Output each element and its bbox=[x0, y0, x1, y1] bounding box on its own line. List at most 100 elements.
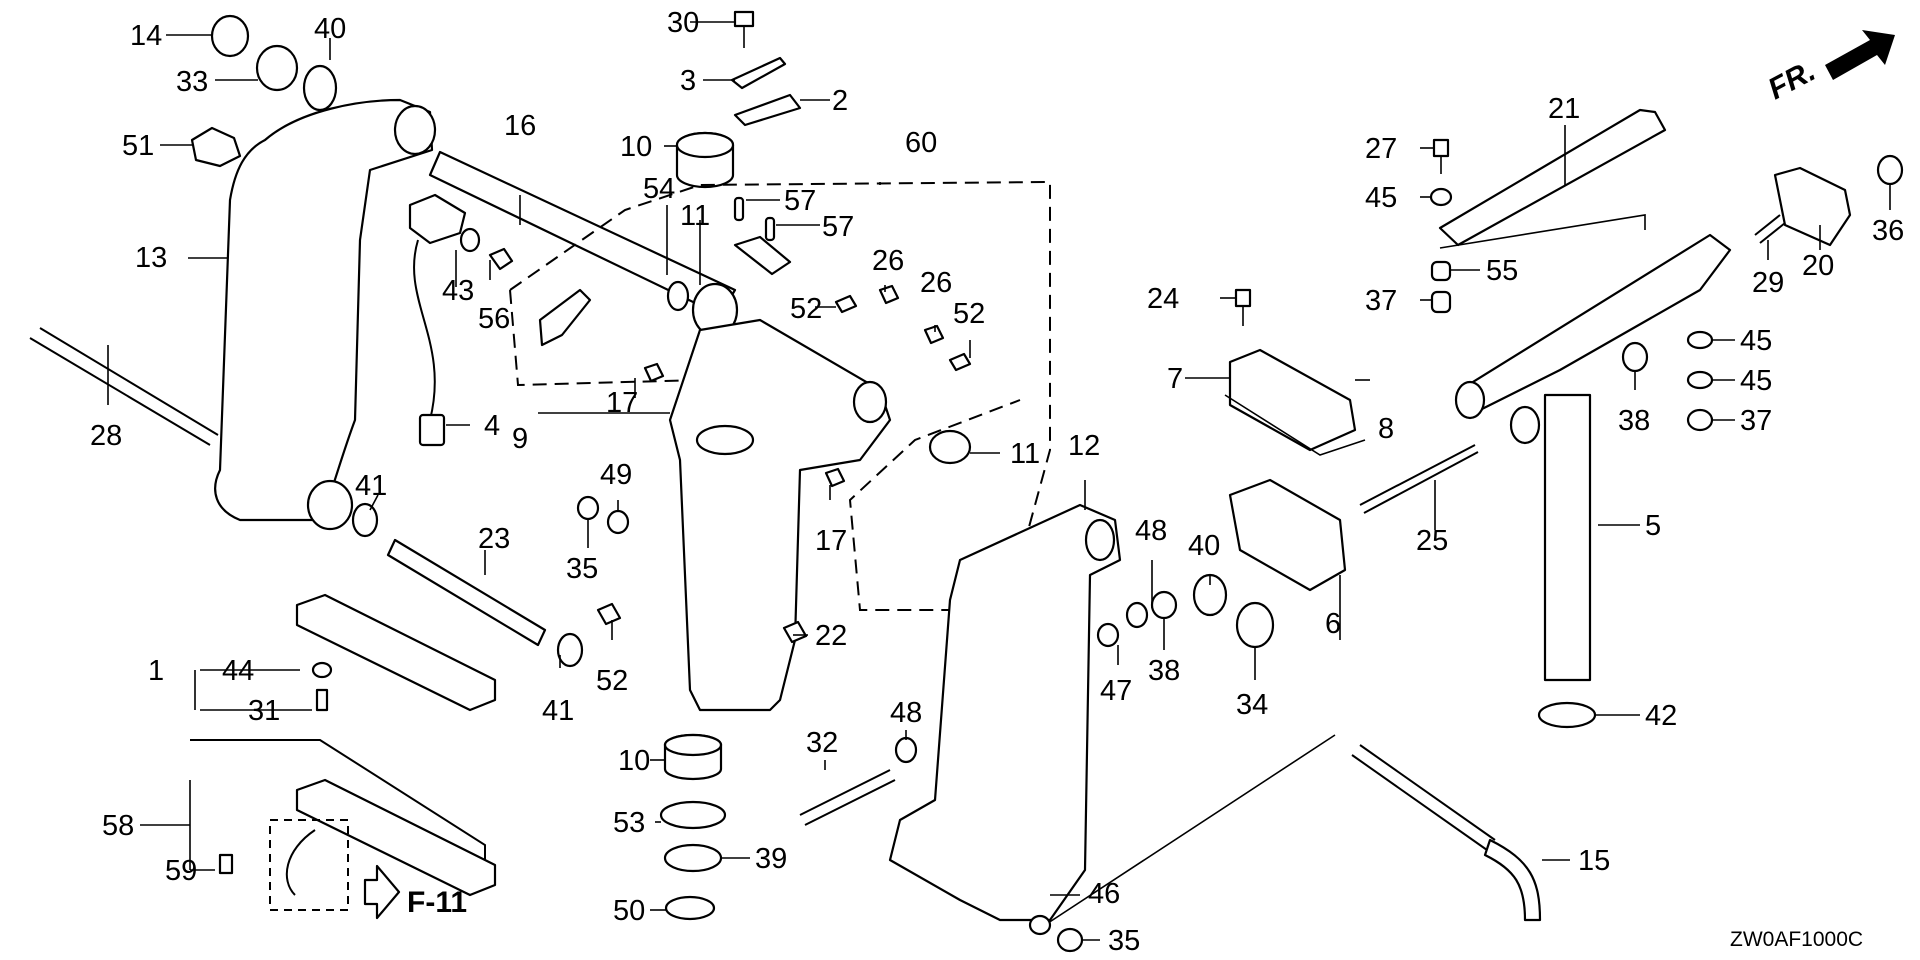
front-direction-arrow-icon bbox=[1825, 30, 1895, 80]
callout-41a: 41 bbox=[355, 470, 387, 502]
part-48-washer-lower bbox=[894, 736, 918, 764]
part-21-steering-rod bbox=[1438, 108, 1667, 247]
front-indicator-label: FR. bbox=[1763, 54, 1821, 106]
callout-5: 5 bbox=[1645, 510, 1661, 542]
part-37-nut-right bbox=[1686, 408, 1714, 432]
part-3-plate bbox=[730, 56, 787, 90]
callout-42: 42 bbox=[1645, 700, 1677, 732]
callout-33: 33 bbox=[176, 66, 208, 98]
part-14-collar-nut bbox=[210, 14, 250, 58]
part-drawings bbox=[29, 10, 1904, 953]
part-52-grease-fitting-upper bbox=[834, 294, 858, 314]
callout-23: 23 bbox=[478, 523, 510, 555]
part-6-mount-block bbox=[1228, 478, 1347, 592]
callout-1: 1 bbox=[148, 655, 164, 687]
part-48-washer-upper bbox=[1125, 601, 1149, 629]
part-25-stud bbox=[1359, 444, 1476, 506]
part-38-collar-right bbox=[1621, 341, 1649, 373]
part-29-stud bbox=[1754, 214, 1781, 236]
part-9-swivel-case bbox=[668, 318, 892, 712]
part-22-bolt bbox=[782, 620, 808, 644]
callout-8: 8 bbox=[1378, 413, 1394, 445]
callout-6: 6 bbox=[1325, 608, 1341, 640]
part-28-bolt bbox=[29, 337, 211, 446]
callout-10b: 10 bbox=[618, 745, 650, 777]
part-58-clamp-plate bbox=[295, 778, 497, 897]
part-52-grease-fitting-right bbox=[948, 352, 972, 372]
part-17-bolt-upper bbox=[643, 362, 665, 383]
part-33-nut bbox=[255, 44, 299, 92]
callout-46: 46 bbox=[1088, 878, 1120, 910]
callout-25: 25 bbox=[1416, 525, 1448, 557]
callout-52b: 52 bbox=[953, 298, 985, 330]
callout-7: 7 bbox=[1167, 363, 1183, 395]
part-34-nut bbox=[1235, 601, 1275, 649]
callout-57b: 57 bbox=[822, 211, 854, 243]
part-35-nut-lower bbox=[1056, 927, 1084, 953]
part-51-clip bbox=[190, 126, 242, 168]
callout-58: 58 bbox=[102, 810, 134, 842]
part-24-bolt bbox=[1234, 288, 1252, 308]
callout-45c: 45 bbox=[1740, 365, 1772, 397]
callout-9: 9 bbox=[512, 423, 528, 455]
cross-reference-arrow-icon bbox=[363, 864, 401, 920]
part-59-bolt bbox=[218, 853, 234, 875]
cross-reference-label[interactable]: F-11 bbox=[407, 886, 467, 919]
callout-10a: 10 bbox=[620, 131, 652, 163]
callout-11b: 11 bbox=[1010, 438, 1040, 470]
callout-54: 54 bbox=[643, 173, 675, 205]
ground-cable bbox=[285, 829, 316, 896]
callout-44: 44 bbox=[222, 655, 254, 687]
callout-39: 39 bbox=[755, 843, 787, 875]
part-60-lever-arm bbox=[538, 288, 592, 347]
callout-32: 32 bbox=[806, 727, 838, 759]
part-1-clamp-plate bbox=[295, 593, 497, 712]
callout-22: 22 bbox=[815, 620, 847, 652]
callout-52a: 52 bbox=[790, 293, 822, 325]
callout-40a: 40 bbox=[314, 13, 346, 45]
callout-labels: 14 33 40 51 13 28 16 43 56 4 41 30 3 2 1… bbox=[90, 7, 1904, 957]
part-57-pin-lower bbox=[764, 216, 776, 242]
callout-24: 24 bbox=[1147, 283, 1179, 315]
part-41-washer-lower bbox=[556, 632, 584, 668]
callout-30: 30 bbox=[667, 7, 699, 39]
callout-41b: 41 bbox=[542, 695, 574, 727]
callout-49: 49 bbox=[600, 459, 632, 491]
part-4-wire bbox=[413, 239, 436, 421]
callout-28: 28 bbox=[90, 420, 122, 452]
part-4-switch-bracket bbox=[408, 193, 467, 245]
part-47-washer bbox=[1096, 622, 1120, 648]
callout-60: 60 bbox=[905, 127, 937, 159]
part-13-stern-bracket-left bbox=[214, 98, 434, 522]
callout-45b: 45 bbox=[1740, 325, 1772, 357]
part-13-pivot-boss bbox=[393, 104, 437, 156]
callout-17b: 17 bbox=[815, 525, 847, 557]
part-17-bolt-lower bbox=[824, 467, 846, 488]
part-50-clip bbox=[664, 895, 716, 921]
callout-4: 4 bbox=[484, 410, 500, 442]
part-36-nut bbox=[1876, 154, 1904, 186]
part-46-washer bbox=[1028, 914, 1052, 936]
part-32-bolt bbox=[799, 769, 891, 816]
part-15-cable-end bbox=[1483, 838, 1542, 922]
part-38-collar-left bbox=[1150, 590, 1178, 620]
callout-55: 55 bbox=[1486, 255, 1518, 287]
callout-48b: 48 bbox=[890, 697, 922, 729]
part-9-steering-bore bbox=[695, 424, 755, 456]
part-57-pin-upper bbox=[733, 196, 745, 222]
part-15-cable bbox=[1359, 744, 1496, 841]
callout-16: 16 bbox=[504, 110, 536, 142]
part-20-bracket bbox=[1773, 166, 1852, 247]
part-27-bolt bbox=[1432, 138, 1450, 158]
callout-38b: 38 bbox=[1618, 405, 1650, 437]
part-45-washer-b bbox=[1686, 370, 1714, 390]
callout-47: 47 bbox=[1100, 675, 1132, 707]
part-13-tilt-boss bbox=[306, 479, 354, 531]
part-5-steering-shaft bbox=[1543, 393, 1592, 682]
leader-lines bbox=[107, 21, 1891, 941]
part-4-connector bbox=[418, 413, 446, 447]
callout-13: 13 bbox=[135, 242, 167, 274]
callout-15: 15 bbox=[1578, 845, 1610, 877]
part-60-lever-shaft bbox=[733, 235, 792, 276]
drawing-code: ZW0AF1000C bbox=[1730, 928, 1863, 951]
